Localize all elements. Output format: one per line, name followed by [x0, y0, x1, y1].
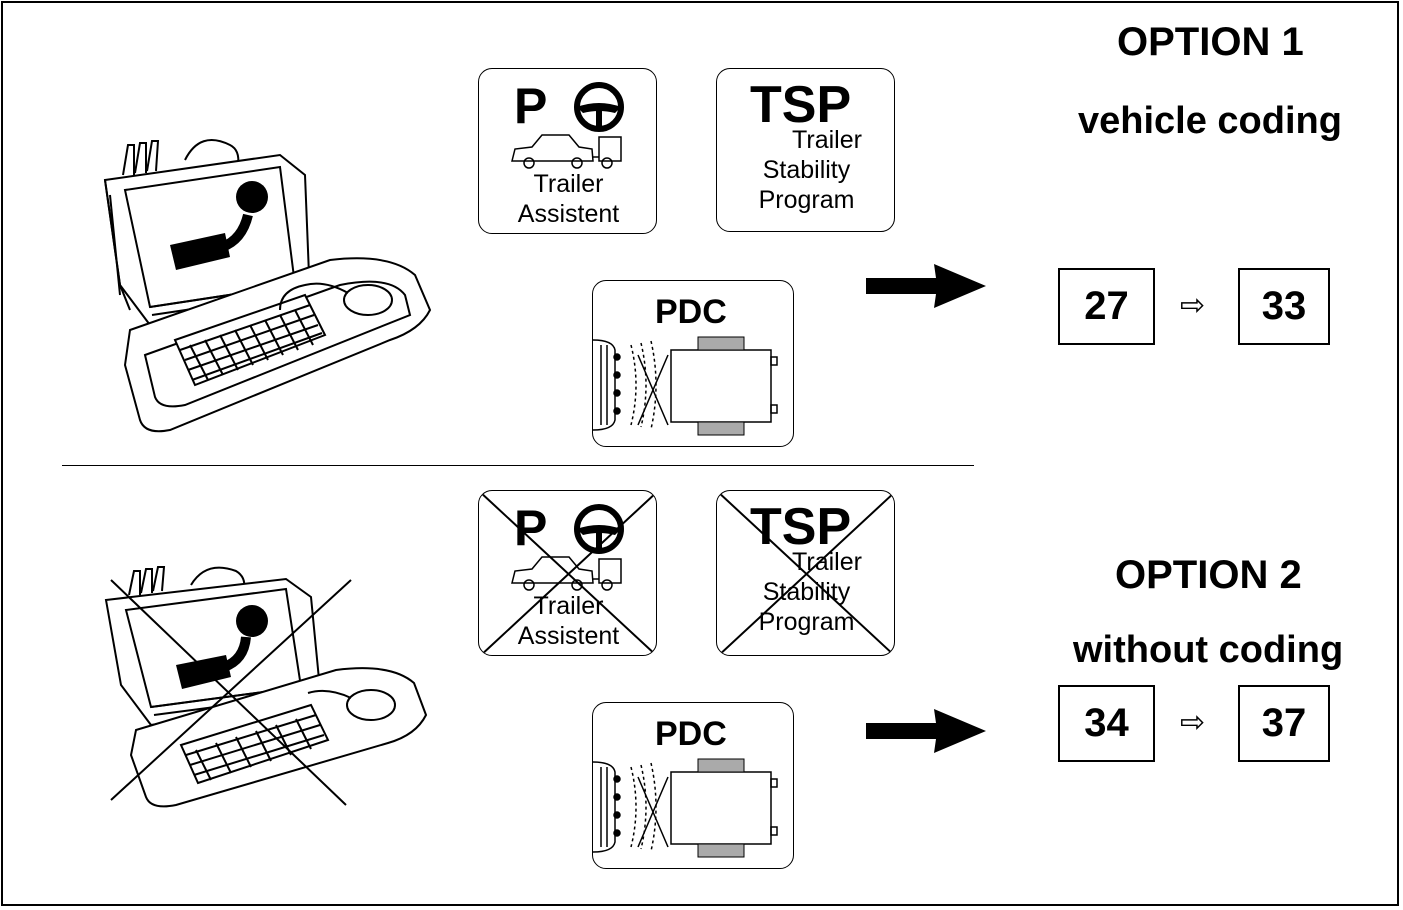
tsp-line3-crossed: Program	[758, 608, 855, 636]
trailer-assist-line2: Assistent	[517, 200, 620, 228]
option1-subtitle: vehicle coding	[1078, 100, 1342, 142]
tsp-line2: Stability	[762, 156, 851, 184]
tsp-line3: Program	[758, 186, 855, 214]
option2-page-arrow: ⇨	[1180, 706, 1206, 739]
pdc-tile: PDC	[592, 280, 794, 447]
tsp-abbr-crossed: TSP	[750, 498, 852, 556]
car-with-trailer-icon-crossed	[511, 556, 622, 591]
option2-subtitle: without coding	[1073, 629, 1344, 671]
trailer-assist-letter: P	[514, 78, 548, 134]
cross-out-mark	[717, 491, 894, 655]
pdc-label: PDC	[655, 293, 727, 331]
parking-sensor-icon	[593, 336, 778, 436]
tsp-tile: TSP Trailer Stability Program	[716, 68, 895, 232]
diagnostic-tester-icon	[103, 139, 432, 433]
option2-page-to: 37	[1238, 685, 1330, 762]
diagnostic-tester-crossed-icon	[104, 566, 428, 808]
trailer-assist-line2-crossed: Assistent	[517, 622, 620, 650]
parking-sensor-icon-bottom	[593, 758, 778, 858]
tsp-tile-crossed: TSP Trailer Stability Program	[716, 490, 895, 656]
option1-title: OPTION 1	[1117, 20, 1304, 64]
car-with-trailer-icon	[511, 134, 622, 169]
option1-page-from: 27	[1058, 268, 1155, 345]
arrow-right-icon	[866, 264, 986, 308]
pdc-tile-bottom: PDC	[592, 702, 794, 869]
arrow-right-icon-bottom	[866, 709, 986, 753]
tsp-line1: Trailer	[792, 126, 862, 154]
steering-wheel-icon	[574, 82, 624, 132]
trailer-assist-tile-crossed: P Trailer Assistent	[478, 490, 657, 656]
option1-page-to: 33	[1238, 268, 1330, 345]
cross-out-mark	[479, 491, 656, 655]
option2-page-from: 34	[1058, 685, 1155, 762]
option1-page-arrow: ⇨	[1180, 289, 1206, 322]
steering-wheel-icon-crossed	[574, 504, 624, 554]
pdc-label-bottom: PDC	[655, 715, 727, 753]
tsp-abbr: TSP	[750, 76, 852, 134]
trailer-assist-tile: P Trailer Assistent	[478, 68, 657, 234]
option2-title: OPTION 2	[1115, 553, 1302, 597]
section-divider	[62, 465, 974, 466]
trailer-assist-line1: Trailer	[533, 170, 604, 198]
